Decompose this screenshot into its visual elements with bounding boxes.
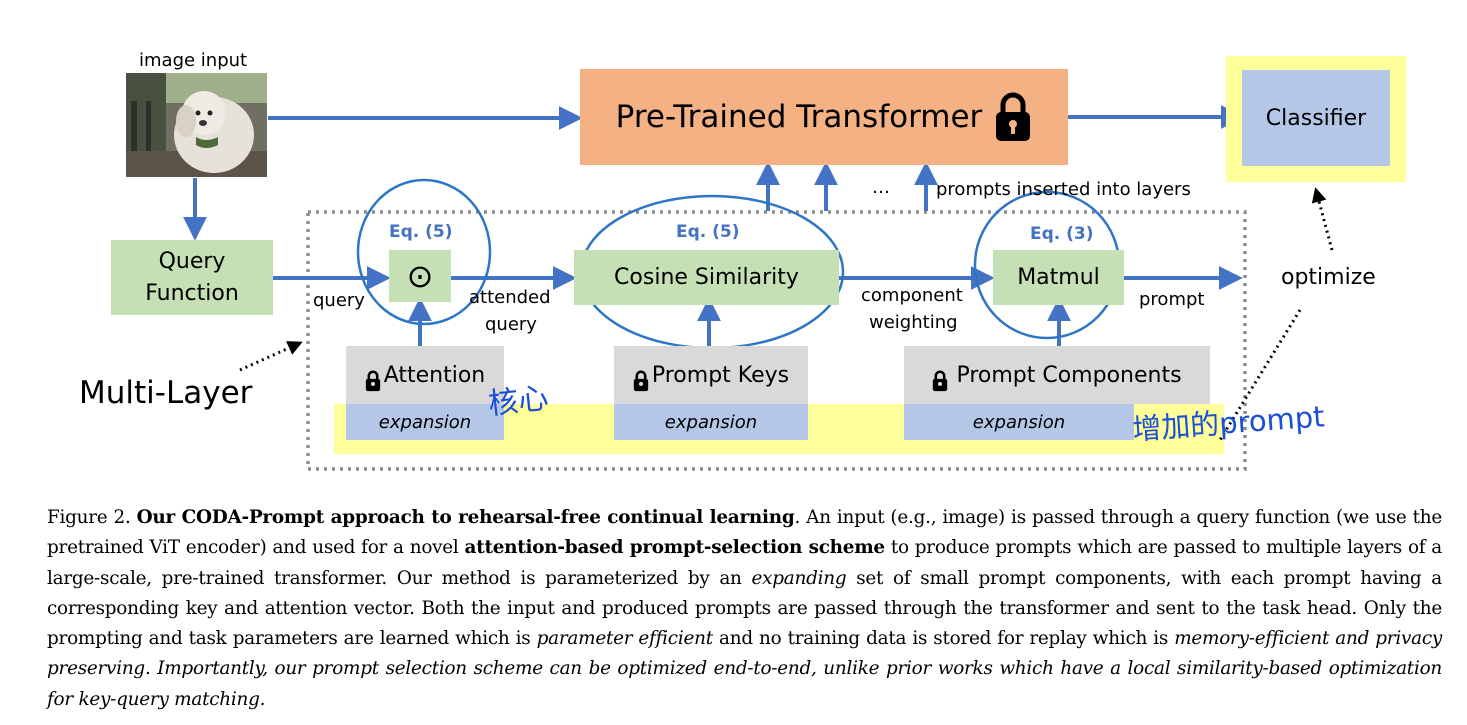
architecture-figure: image input Pre-Trained Transformer bbox=[79, 50, 1406, 471]
query-function-box: Query Function bbox=[111, 240, 273, 315]
attended-line2: query bbox=[485, 314, 537, 335]
matmul-box: Matmul bbox=[993, 250, 1124, 305]
classifier-box: Classifier bbox=[1242, 70, 1390, 166]
image-input-label: image input bbox=[139, 50, 248, 71]
ellipsis-label: … bbox=[872, 177, 890, 198]
odot-operator-box: ⊙ bbox=[389, 250, 451, 302]
caption-text-1: . An input (e.g., image) is passed throu… bbox=[47, 507, 1443, 559]
optimize-label: optimize bbox=[1281, 265, 1376, 290]
component-weighting-line1: component bbox=[861, 285, 963, 306]
caption-bold-2: attention-based prompt-selection scheme bbox=[464, 537, 886, 559]
caption-italic-tail: memory-efficient and privacy preserving.… bbox=[47, 628, 1443, 710]
eq-attention-label: Eq. (5) bbox=[389, 222, 453, 242]
handwritten-note-core: 核心 bbox=[486, 380, 551, 423]
query-function-line2: Function bbox=[145, 280, 239, 306]
dog-photo bbox=[126, 73, 267, 177]
prompt-keys-lock-icon bbox=[633, 370, 649, 392]
multi-layer-pointer bbox=[239, 341, 303, 372]
prompt-components-lock-icon bbox=[933, 370, 948, 392]
prompt-keys-label: Prompt Keys bbox=[651, 362, 790, 388]
query-flow-label: query bbox=[313, 290, 365, 311]
caption-text-2: to produce prompts which are passed to m… bbox=[47, 537, 1443, 589]
eq-cosine-label: Eq. (5) bbox=[676, 222, 740, 242]
lock-icon bbox=[996, 92, 1031, 141]
caption-italic-expanding: expanding bbox=[751, 567, 847, 589]
query-function-line1: Query bbox=[158, 248, 226, 274]
caption-italic-param-efficient: parameter efficient bbox=[536, 628, 713, 650]
attention-label: Attention bbox=[383, 362, 486, 388]
optimize-pointer-down bbox=[1218, 309, 1302, 441]
caption-bold-title: Our CODA-Prompt approach to rehearsal-fr… bbox=[136, 507, 795, 528]
cosine-similarity-box: Cosine Similarity bbox=[574, 250, 839, 305]
prompts-inserted-label: prompts inserted into layers bbox=[936, 179, 1191, 200]
attention-ellipse bbox=[356, 178, 492, 326]
prompt-components-box: Prompt Components bbox=[904, 346, 1210, 404]
prompt-components-expansion: expansion bbox=[904, 404, 1134, 440]
prompt-keys-expansion: expansion bbox=[614, 404, 808, 440]
attention-lock-icon bbox=[365, 370, 380, 392]
transformer-label: Pre-Trained Transformer bbox=[615, 99, 983, 135]
pretrained-transformer-box: Pre-Trained Transformer bbox=[580, 69, 1068, 165]
attended-line1: attended bbox=[469, 287, 551, 308]
caption-text-4: and no training data is stored for repla… bbox=[712, 628, 1175, 650]
optimize-pointer-up bbox=[1311, 187, 1334, 251]
component-weighting-line2: weighting bbox=[869, 312, 958, 333]
caption-figure-label: Figure 2. bbox=[47, 507, 131, 528]
figure-caption: Figure 2. Our CODA-Prompt approach to re… bbox=[47, 503, 1442, 715]
multi-layer-label: Multi-Layer bbox=[79, 375, 253, 411]
attention-expansion: expansion bbox=[346, 404, 504, 440]
eq-matmul-label: Eq. (3) bbox=[1030, 224, 1094, 244]
attention-box: Attention bbox=[346, 346, 504, 404]
prompt-components-label: Prompt Components bbox=[956, 362, 1182, 388]
caption-text-3: set of small prompt components, with eac… bbox=[47, 567, 1443, 650]
prompt-output-label: prompt bbox=[1139, 289, 1205, 310]
prompt-keys-box: Prompt Keys bbox=[614, 346, 808, 404]
multi-layer-dotted-box bbox=[306, 210, 1247, 471]
